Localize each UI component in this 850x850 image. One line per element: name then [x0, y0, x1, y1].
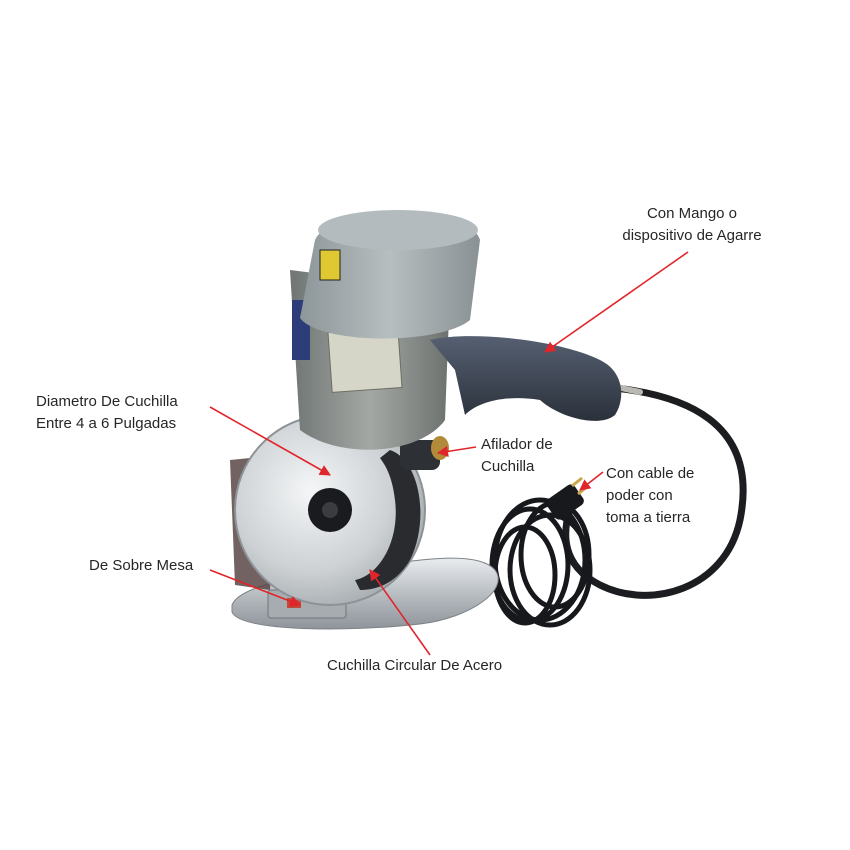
label-circular-blade: Cuchilla Circular De Acero — [327, 657, 503, 674]
arrow-blade-diameter — [209, 406, 331, 476]
label-blade-diameter: Diametro De Cuchilla Entre 4 a 6 Pulgada… — [36, 393, 178, 432]
label-power-cable: Con cable de poder con toma a tierra — [606, 465, 695, 526]
blade-arm — [355, 450, 421, 590]
arrow-tabletop — [209, 569, 302, 607]
label-handle: Con Mango o dispositivo de Agarre — [622, 205, 762, 244]
arrow-circular-blade — [369, 569, 431, 656]
handle — [430, 336, 622, 421]
label-sharpener: Afilador de Cuchilla — [481, 436, 553, 475]
annotation-arrows — [209, 251, 689, 656]
arrow-sharpener — [436, 445, 477, 457]
arrow-handle — [544, 251, 689, 353]
label-tabletop: De Sobre Mesa — [89, 557, 194, 574]
motor-cap — [300, 210, 480, 339]
arrow-power-cable — [579, 471, 604, 491]
circular-blade — [234, 414, 426, 606]
